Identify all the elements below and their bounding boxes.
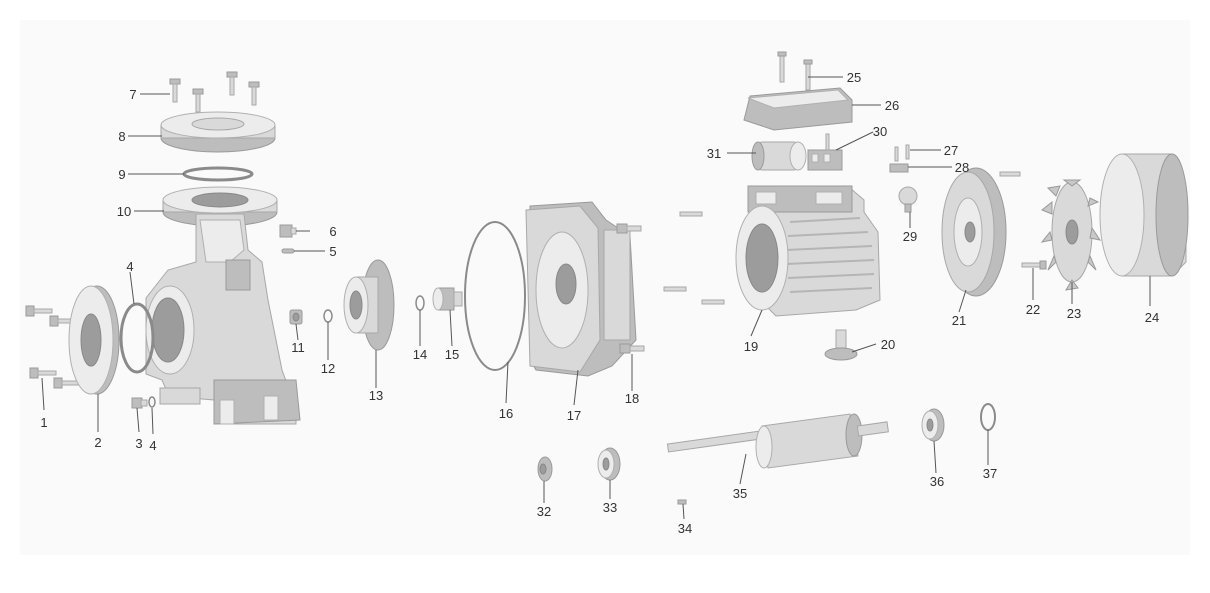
label-31: 31 (707, 146, 721, 161)
label-21: 21 (952, 313, 966, 328)
part-3-nut (131, 397, 148, 409)
part-21-rear-end-cover (941, 167, 1007, 297)
label-7: 7 (129, 87, 136, 102)
part-13-impeller (343, 259, 395, 351)
part-8-discharge-flange (160, 111, 276, 153)
part-11-nut (289, 309, 303, 325)
part-1-bolts (25, 305, 81, 389)
part-25-screws (777, 51, 813, 91)
label-30: 30 (873, 124, 887, 139)
label-9: 9 (118, 167, 125, 182)
part-20-motor-foot (824, 329, 858, 361)
part-7-bolts (169, 71, 260, 113)
label-4-bottom: 4 (149, 438, 156, 453)
part-30-terminal-block (807, 133, 843, 171)
label-25: 25 (847, 70, 861, 85)
label-33: 33 (603, 500, 617, 515)
label-5: 5 (329, 244, 336, 259)
part-4-washer (148, 396, 156, 408)
label-12: 12 (321, 361, 335, 376)
label-8: 8 (118, 129, 125, 144)
label-14: 14 (413, 347, 427, 362)
label-22: 22 (1026, 302, 1040, 317)
label-20: 20 (881, 337, 895, 352)
part-26-terminal-box-cover (743, 87, 853, 131)
label-34: 34 (678, 521, 692, 536)
label-2: 2 (94, 435, 101, 450)
label-1: 1 (40, 415, 47, 430)
part-28-clamp (889, 163, 909, 173)
leader-lines (41, 76, 1151, 520)
part-22-screw (1021, 260, 1047, 270)
label-29: 29 (903, 229, 917, 244)
label-15: 15 (445, 347, 459, 362)
label-35: 35 (733, 486, 747, 501)
part-18-bolts (616, 223, 645, 354)
part-15-mechanical-seal (432, 287, 463, 311)
part-19-motor-stator-housing (735, 185, 881, 317)
label-28: 28 (955, 160, 969, 175)
part-4-gasket (119, 302, 155, 374)
label-13: 13 (369, 388, 383, 403)
part-36-bearing (921, 408, 945, 442)
part-2-suction-flange (68, 285, 120, 395)
label-36: 36 (930, 474, 944, 489)
small-screw (999, 171, 1021, 177)
label-32: 32 (537, 504, 551, 519)
part-31-capacitor (751, 141, 807, 171)
label-26: 26 (885, 98, 899, 113)
label-24: 24 (1145, 310, 1159, 325)
label-23: 23 (1067, 306, 1081, 321)
label-16: 16 (499, 406, 513, 421)
part-10-pump-casing (145, 186, 301, 425)
label-19: 19 (744, 339, 758, 354)
part-24-fan-cover (1099, 153, 1189, 277)
part-33-bearing (597, 447, 621, 481)
part-29-cable-gland (898, 186, 918, 213)
part-6-plug (279, 224, 297, 238)
label-4-top: 4 (126, 259, 133, 274)
label-27: 27 (944, 143, 958, 158)
part-number-labels: 1 2 3 4 4 5 6 7 8 9 10 11 12 13 14 15 16… (40, 70, 1159, 536)
part-32-washer (537, 456, 553, 482)
label-10: 10 (117, 204, 131, 219)
part-27-screws (894, 144, 910, 162)
part-34-key (677, 499, 687, 505)
label-18: 18 (625, 391, 639, 406)
label-17: 17 (567, 408, 581, 423)
label-11: 11 (291, 340, 305, 355)
part-35-rotor-shaft (666, 413, 889, 469)
part-16-o-ring (464, 221, 526, 371)
part-5-pin (281, 248, 295, 254)
part-17-bracket (525, 201, 637, 377)
label-3: 3 (135, 436, 142, 451)
label-6: 6 (329, 224, 336, 239)
motor-screws (663, 211, 725, 305)
label-37: 37 (983, 466, 997, 481)
